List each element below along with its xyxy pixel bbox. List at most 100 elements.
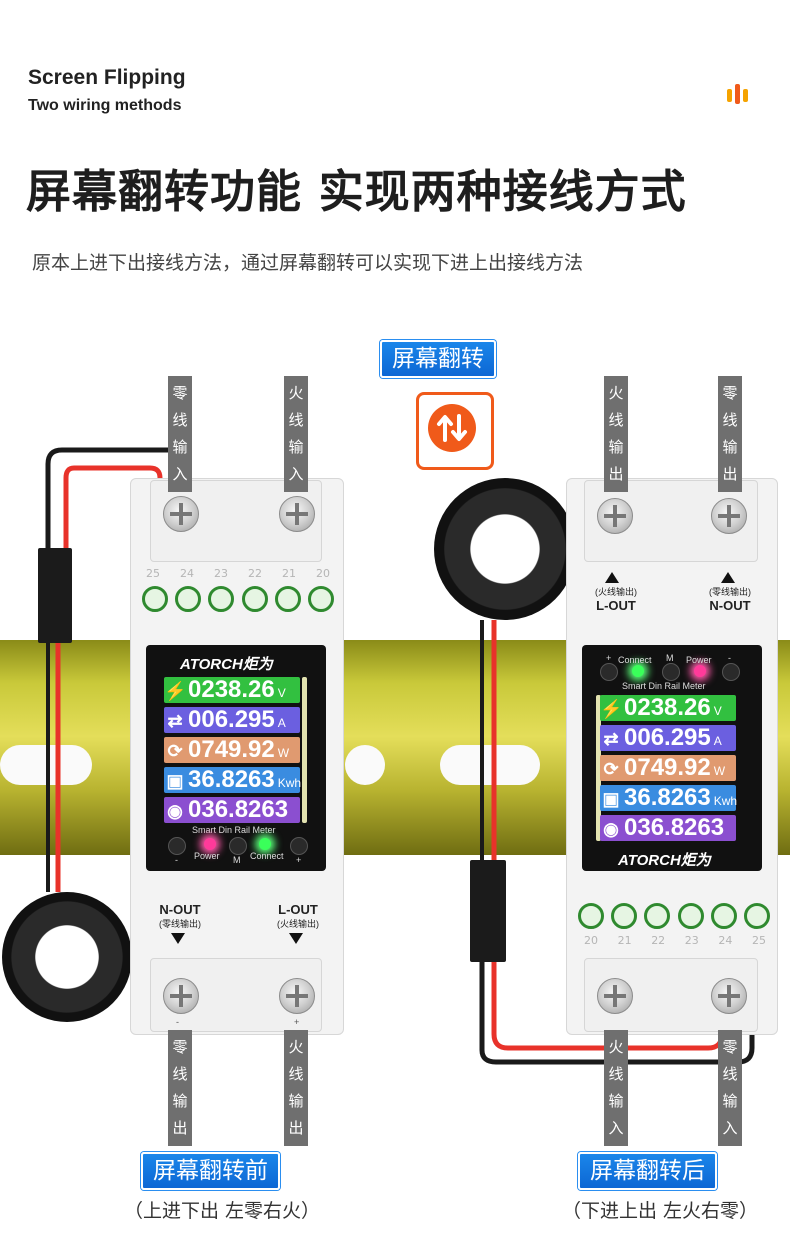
- before-flip-caption: （上进下出 左零右火）: [124, 1200, 321, 1222]
- brand-logo-icon: [727, 84, 748, 104]
- wire-connector: [470, 860, 506, 962]
- indicator-led: [307, 586, 334, 612]
- terminal-number: 23: [214, 567, 228, 580]
- minus-button[interactable]: [722, 663, 740, 681]
- n-out-subtext: (零线输出): [159, 919, 201, 929]
- coin-icon: ◉: [603, 819, 619, 839]
- terminal-number: 22: [248, 567, 262, 580]
- screw-icon: [711, 498, 747, 534]
- page-title: 屏幕翻转功能 实现两种接线方式: [26, 165, 687, 218]
- m-button[interactable]: [662, 663, 680, 681]
- cost-reading: ◉036.8263: [164, 797, 300, 823]
- m-label: M: [233, 855, 241, 865]
- reading-value: 36.8263: [624, 784, 711, 811]
- left-bottom-live-output-label: 火线输出: [284, 1030, 308, 1146]
- indicator-led: [578, 903, 604, 929]
- reading-value: 0238.26: [188, 676, 275, 703]
- before-flip-tag: 屏幕翻转前: [141, 1152, 280, 1190]
- terminal-number: 24: [718, 934, 733, 947]
- coin-icon: ◉: [167, 801, 183, 821]
- right-terminal-numbers: 20 21 22 23 24 25: [584, 934, 766, 947]
- left-l-out-label: L-OUT (火线输出): [266, 903, 330, 931]
- n-out-text: N-OUT: [709, 598, 751, 613]
- meter-icon: ▣: [602, 789, 620, 809]
- shuffle-icon: ⇄: [167, 711, 183, 731]
- screw-icon: [163, 496, 199, 532]
- left-top-live-input-label: 火线输入: [284, 376, 308, 492]
- right-bottom-live-input-label: 火线输入: [604, 1030, 628, 1146]
- terminal-number: 20: [316, 567, 330, 580]
- left-top-neutral-input-label: 零线输入: [168, 376, 192, 492]
- left-n-out-label: N-OUT(零线输出): [148, 903, 212, 931]
- terminal-number: 21: [617, 934, 632, 947]
- m-label: M: [666, 653, 674, 663]
- connect-indicator: [632, 665, 644, 677]
- terminal-number: 25: [146, 567, 160, 580]
- terminal-number: 25: [751, 934, 766, 947]
- indicator-led: [274, 586, 301, 612]
- title-en: Screen Flipping: [28, 66, 186, 89]
- rail-slot: [345, 745, 385, 785]
- arrow-up-icon: [721, 572, 735, 583]
- n-out-subtext: (零线输出): [709, 587, 751, 597]
- plus-label: +: [296, 855, 302, 865]
- plus-button[interactable]: [600, 663, 618, 681]
- polarity-mark: -: [176, 1017, 179, 1027]
- reading-unit: V: [713, 704, 722, 718]
- indicator-led: [208, 586, 235, 612]
- reading-unit: Kwh: [713, 794, 738, 808]
- terminal-number: 24: [180, 567, 194, 580]
- indicator-led: [611, 903, 638, 929]
- indicator-led: [677, 903, 704, 929]
- right-top-live-output-label: 火线输出: [604, 376, 628, 492]
- power-label: Power: [194, 851, 220, 861]
- terminal-number: 22: [651, 934, 666, 947]
- power-indicator: [694, 665, 706, 677]
- l-out-text: L-OUT: [278, 902, 318, 917]
- plus-label: +: [606, 653, 612, 663]
- after-flip-caption: （下进上出 左火右零）: [562, 1200, 759, 1222]
- indicator-led: [743, 903, 770, 929]
- left-bottom-neutral-output-label: 零线输出: [168, 1030, 192, 1146]
- screw-icon: [279, 496, 315, 532]
- reading-value: 0238.26: [624, 694, 711, 721]
- reading-unit: A: [713, 734, 722, 748]
- right-n-out-label: (零线输出)N-OUT: [698, 585, 762, 613]
- terminal-number: 23: [684, 934, 699, 947]
- wire-connector: [38, 548, 72, 643]
- current-transformer-ring: [2, 892, 132, 1022]
- connect-label: Connect: [250, 851, 284, 861]
- plus-button[interactable]: [290, 837, 308, 855]
- page-description: 原本上进下出接线方法，通过屏幕翻转可以实现下进上出接线方法: [32, 252, 584, 274]
- left-terminal-numbers: 25 24 23 22 21 20: [146, 567, 330, 580]
- indicator-led: [644, 903, 671, 929]
- reading-unit: A: [277, 716, 286, 730]
- reading-unit: Kwh: [277, 776, 302, 790]
- reading-unit: W: [277, 746, 290, 760]
- screw-icon: [163, 978, 199, 1014]
- reading-value: 006.295: [624, 724, 711, 751]
- l-out-subtext: (火线输出): [277, 919, 319, 929]
- flip-tag: 屏幕翻转: [380, 340, 496, 378]
- reading-unit: W: [713, 764, 726, 778]
- cost-reading: ◉036.8263: [600, 815, 736, 841]
- flip-icon: [428, 404, 476, 452]
- screw-icon: [711, 978, 747, 1014]
- arrow-down-icon: [289, 933, 303, 944]
- minus-button[interactable]: [168, 837, 186, 855]
- right-l-out-label: (火线输出)L-OUT: [584, 585, 648, 613]
- right-meter-display: + Connect M Power - Smart Din Rail Meter…: [582, 645, 762, 871]
- screw-icon: [597, 978, 633, 1014]
- lightning-icon: ⚡: [600, 699, 623, 719]
- brand-logo: ATORCH炬为: [618, 852, 711, 869]
- scroll-indicator: [596, 695, 601, 841]
- indicator-led: [710, 903, 737, 929]
- m-button[interactable]: [229, 837, 247, 855]
- screw-icon: [597, 498, 633, 534]
- reading-value: 036.8263: [188, 796, 289, 823]
- rail-slot: [440, 745, 540, 785]
